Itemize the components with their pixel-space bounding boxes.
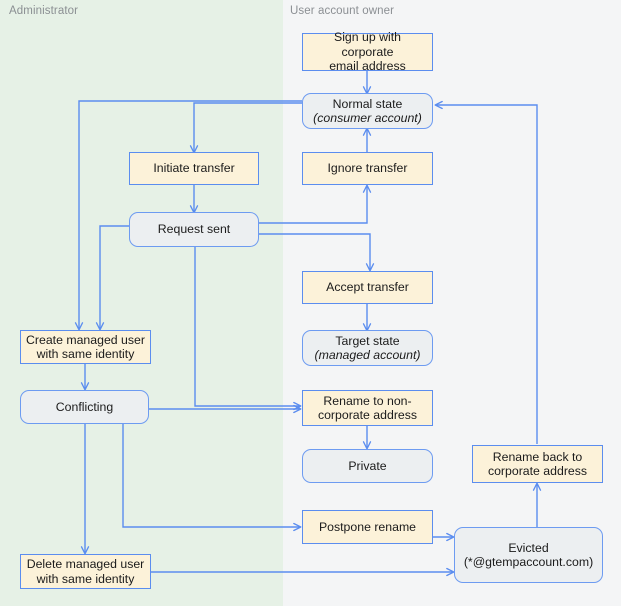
- node-label-line2: (managed account): [314, 348, 421, 362]
- node-label-line2: corporate address: [317, 408, 418, 422]
- node-private[interactable]: Private: [302, 449, 433, 483]
- node-label-line1: Rename to non-: [323, 393, 412, 408]
- node-label-line1: Accept transfer: [326, 280, 409, 295]
- swimlane-label-user-account-owner: User account owner: [290, 5, 395, 17]
- node-label-line1: Target state: [335, 333, 400, 348]
- node-label-line1: Request sent: [157, 222, 231, 237]
- node-label-line2: (*@gtempaccount.com): [463, 555, 594, 569]
- node-label-line1: Delete managed user: [26, 557, 145, 571]
- node-delete-managed-user-with-same-identity[interactable]: Delete managed user with same identity: [20, 554, 151, 589]
- swimlane-label-administrator: Administrator: [9, 5, 79, 17]
- node-initiate-transfer[interactable]: Initiate transfer: [129, 152, 259, 185]
- node-label-line1: Postpone rename: [318, 519, 417, 534]
- node-label-line1: Conflicting: [55, 399, 114, 414]
- node-conflicting[interactable]: Conflicting: [20, 390, 149, 424]
- node-label-line1: Sign up with corporate: [334, 30, 401, 59]
- node-postpone-rename[interactable]: Postpone rename: [302, 510, 433, 544]
- node-label-line1: Initiate transfer: [153, 161, 235, 176]
- node-rename-back-to-corporate-address[interactable]: Rename back to corporate address: [472, 445, 603, 483]
- node-label-line1: Ignore transfer: [327, 161, 408, 176]
- node-label-line1: Evicted: [508, 540, 549, 555]
- node-target-state[interactable]: Target state (managed account): [302, 330, 433, 366]
- node-rename-to-non-corporate-address[interactable]: Rename to non- corporate address: [302, 390, 433, 426]
- node-label-line1: Create managed user: [26, 332, 145, 347]
- node-label-line1: Rename back to: [492, 449, 583, 464]
- swimlane-administrator: Administrator: [0, 0, 283, 606]
- node-create-managed-user-with-same-identity[interactable]: Create managed user with same identity: [20, 330, 151, 364]
- node-label-line1: Normal state: [332, 96, 403, 111]
- node-label-line2: with same identity: [36, 571, 135, 586]
- node-label-line2: (consumer account): [313, 111, 422, 125]
- node-accept-transfer[interactable]: Accept transfer: [302, 271, 433, 304]
- node-normal-state[interactable]: Normal state (consumer account): [302, 93, 433, 129]
- node-label-line2: email address: [329, 59, 406, 74]
- node-request-sent[interactable]: Request sent: [129, 212, 259, 247]
- node-label-line1: Private: [348, 458, 387, 473]
- node-sign-up-with-corporate-email-address[interactable]: Sign up with corporate email address: [302, 30, 433, 74]
- node-label-line2: with same identity: [36, 347, 135, 361]
- node-ignore-transfer[interactable]: Ignore transfer: [302, 152, 433, 185]
- node-evicted[interactable]: Evicted (*@gtempaccount.com): [454, 527, 603, 583]
- node-label-line2: corporate address: [487, 464, 588, 478]
